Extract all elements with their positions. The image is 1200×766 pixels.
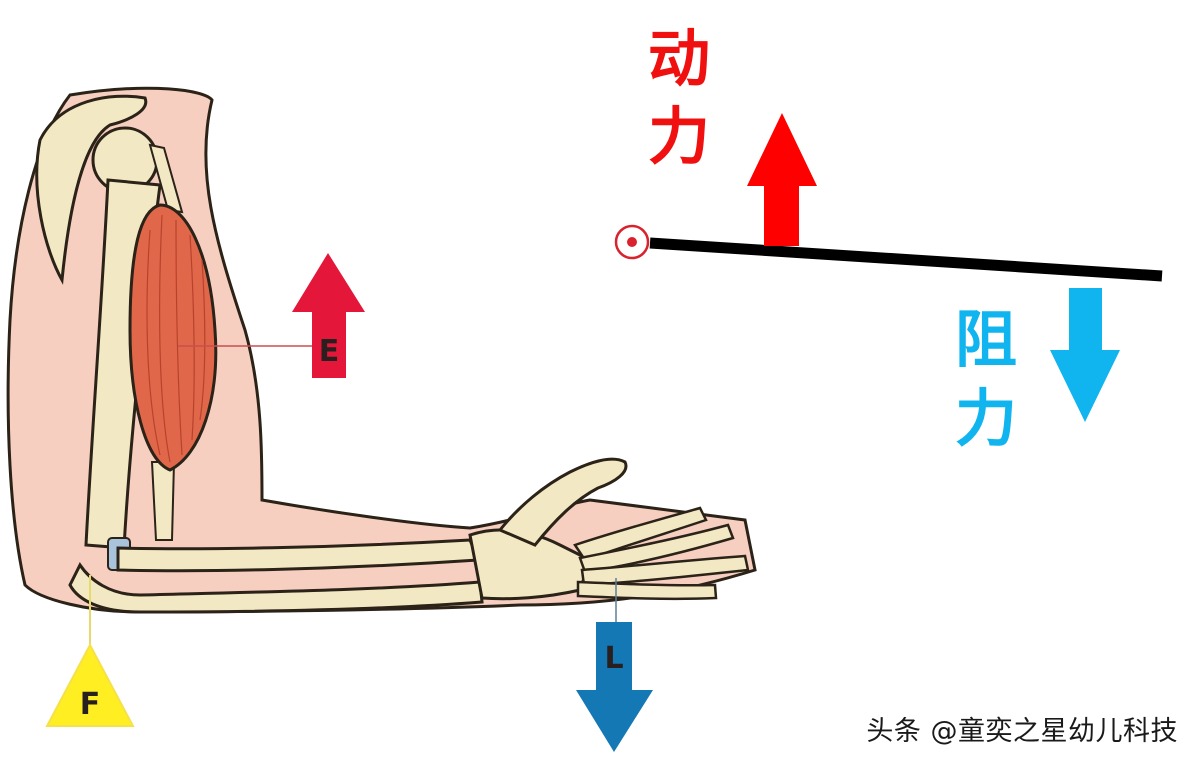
fulcrum-triangle-icon [45,642,135,727]
effort-label-line1: 动 [648,22,710,95]
effort-letter: E [319,334,340,369]
resistance-arrow-down-icon [1050,288,1120,422]
ulna-bone [68,562,484,614]
muscle-striations [146,214,206,463]
load-arrow-down-icon [576,622,653,752]
effort-arrow-up-icon [292,253,365,378]
biceps-tendon-bottom [150,461,176,541]
biceps-tendon-top [148,143,184,214]
fulcrum-letter: F [80,687,101,722]
resistance-label-line2: 力 [955,382,1017,455]
effort-label-line2: 力 [648,100,710,173]
thumb-bones [497,457,628,547]
effort-force-arrow-up-icon [747,113,817,246]
scapula-bone [35,94,148,285]
finger-bones [573,506,750,601]
pivot-circle-icon [614,224,650,260]
lever-bar [649,237,1163,282]
watermark-text: 头条 @童奕之星幼儿科技 [866,716,1178,747]
arm-skin [6,86,757,614]
arm-illustration: E L F [6,86,757,752]
lever-schematic: 动 力 阻 力 [614,22,1163,455]
load-letter: L [604,641,623,676]
resistance-label-line1: 阻 [955,303,1017,376]
